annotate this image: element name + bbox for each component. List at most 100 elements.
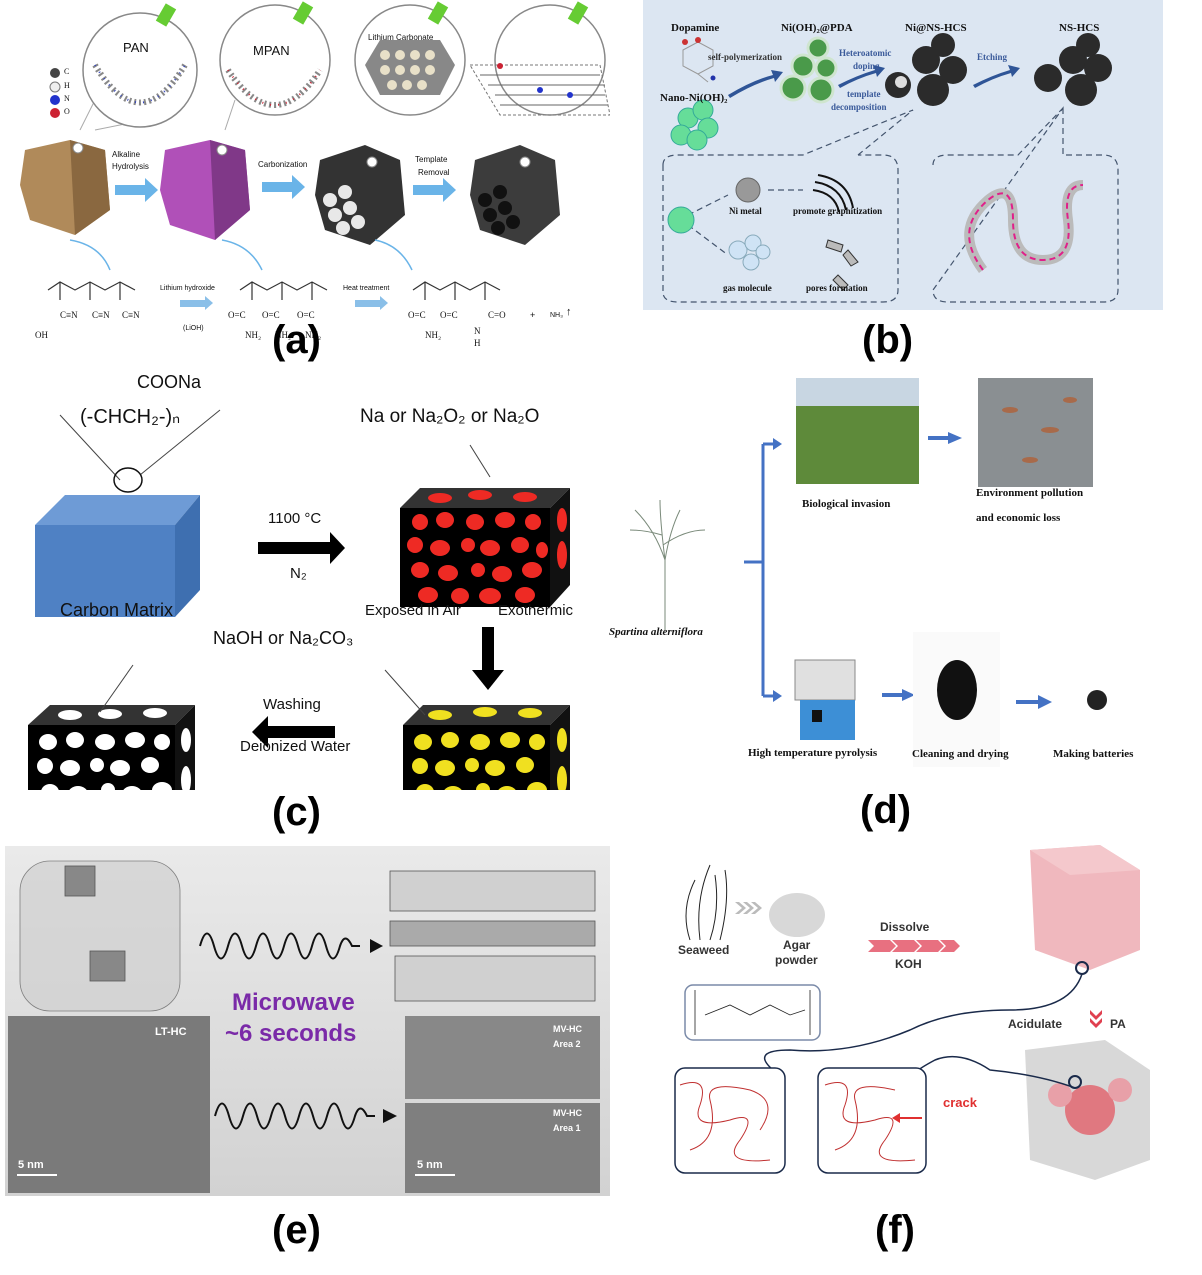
connector-line [763,973,1083,1071]
ion-transport-paths [964,180,1084,273]
tem-image-mv-area1 [405,1103,600,1193]
agar-powder [769,893,825,937]
porous-carbon-cube [1030,845,1140,970]
acidulated-cube [1025,1040,1150,1180]
process-arrow [413,178,456,202]
tube-furnace [794,659,856,740]
legend-label-c: C [64,67,70,76]
panel-label-b: (b) [862,318,914,362]
lithium-carbonate-label: Lithium Carbonate [368,33,434,42]
panel-b-illustration [662,33,1119,303]
green-sphere [667,206,695,234]
sodium-species-label: Na or Na₂O₂ or Na₂O [360,406,540,427]
chem-cn-1: C≡N [60,310,78,320]
mv-hc-area2-label-1: MV-HC [553,1024,582,1034]
title-dopamine: Dopamine [671,22,720,34]
label-nano-ni-oh2: Nano-Ni(OH)₂ [660,92,728,104]
gas-evolution-arrow-icon: ↑ [566,306,572,318]
chem-imide-n: N [474,326,481,336]
circle-title-mpan: MPAN [253,43,290,58]
cleaning-label: Cleaning and drying [912,748,1009,760]
batteries-label: Making batteries [1053,748,1134,760]
panel-c-illustration [28,409,570,790]
koh-label: KOH [895,957,922,971]
process-arrow [262,175,305,199]
panel-label-a: (a) [272,318,321,362]
dopamine-molecule [682,41,714,83]
block-porous [470,145,560,245]
chem-product-amide: O=C [408,310,426,320]
chem-cn-2: C≡N [92,310,110,320]
duration-label: ~6 seconds [225,1020,357,1047]
acidulate-chevrons [1090,1010,1102,1028]
label-doping: doping [853,61,880,71]
formula-coona: COONa [137,372,202,392]
title-ni-oh2-pda: Ni(OH)₂@PDA [781,22,853,34]
panel-e-illustration [8,860,600,1193]
dissolve-label: Dissolve [880,920,930,934]
exposed-in-air-label: Exposed in Air [365,602,461,619]
deionized-water-label: Deionized Water [240,738,351,755]
title-ns-hcs: NS-HCS [1059,22,1100,34]
pda-spheres [779,36,838,104]
temperature-label: 1100 °C [268,510,322,527]
label-self-polymerization: self-polymerization [708,52,782,62]
environment-pollution-label: Environment pollution [976,487,1084,499]
carbon-matrix-label: Carbon Matrix [60,600,174,620]
washing-arrow [252,716,335,748]
nano-ni-spheres [670,99,719,151]
naoh-label: NaOH or Na₂CO₃ [213,628,354,648]
chem-amide-3: O=C [297,310,315,320]
economic-loss-label: and economic loss [976,512,1061,524]
magnifier-mpan [219,1,331,131]
precursor-block [35,495,200,617]
reaction-1-sub: (LiOH) [183,325,204,332]
magnifier-lithium-carbonate [354,1,466,116]
acidulate-label: Acidulate [1008,1017,1063,1031]
chem-nh2-2: NH₂ [275,330,292,340]
block-mpan [160,140,250,240]
chem-plus: + [530,310,536,320]
formula-polymer: (-CHCH₂-)ₙ [80,406,181,428]
label-ni-metal: Ni metal [729,206,762,216]
agar-structure-box [684,984,821,1041]
chem-imide-right: C=O [488,310,506,320]
arrow-head [383,1109,397,1123]
panel-e: Microwave ~6 seconds LT-HC MV-HC Area 2 … [5,846,610,1196]
step-alkaline-2: Hydrolysis [112,162,149,171]
ordered-graphene [389,870,596,1002]
chevron-arrows [735,902,762,914]
sodium-particles [407,490,567,604]
label-etching: Etching [977,52,1008,62]
pollution-photo [978,378,1093,487]
panel-a-illustration [20,1,610,310]
scale-label-left: 5 nm [18,1159,44,1171]
magnifier-carbon [469,1,610,116]
panel-label-e: (e) [272,1208,321,1252]
tem-image-lt-hc [8,1016,210,1193]
dissolve-arrows [868,940,960,952]
seaweed-label: Seaweed [678,943,730,957]
microwave-label: Microwave [232,989,355,1016]
legend-dot-n [50,95,60,105]
legend-dot-c [50,68,60,78]
ni-metal-sphere [735,177,761,203]
reaction-arrow [180,296,213,310]
heat-arrow [258,532,345,564]
step-alkaline-1: Alkaline [112,150,141,159]
crack-arrow [892,1113,922,1123]
legend-dot-h [49,81,61,93]
mv-hc-area1-label-2: Area 1 [553,1123,581,1133]
chem-imide-h: H [474,338,481,348]
pores-segments [825,239,859,291]
agar-label-2: powder [775,953,818,967]
microwave-wave-bottom [214,1102,375,1130]
lt-hc-label: LT-HC [155,1026,187,1038]
legend-dot-o [50,108,60,118]
seaweed-icon [685,864,728,941]
chem-amide-1: O=C [228,310,246,320]
panel-c: COONa (-CHCH₂-)ₙ Na or Na₂O₂ or Na₂O 110… [0,370,600,834]
arrow-head [773,438,782,450]
washing-label: Washing [263,696,321,713]
arrow [882,689,915,701]
